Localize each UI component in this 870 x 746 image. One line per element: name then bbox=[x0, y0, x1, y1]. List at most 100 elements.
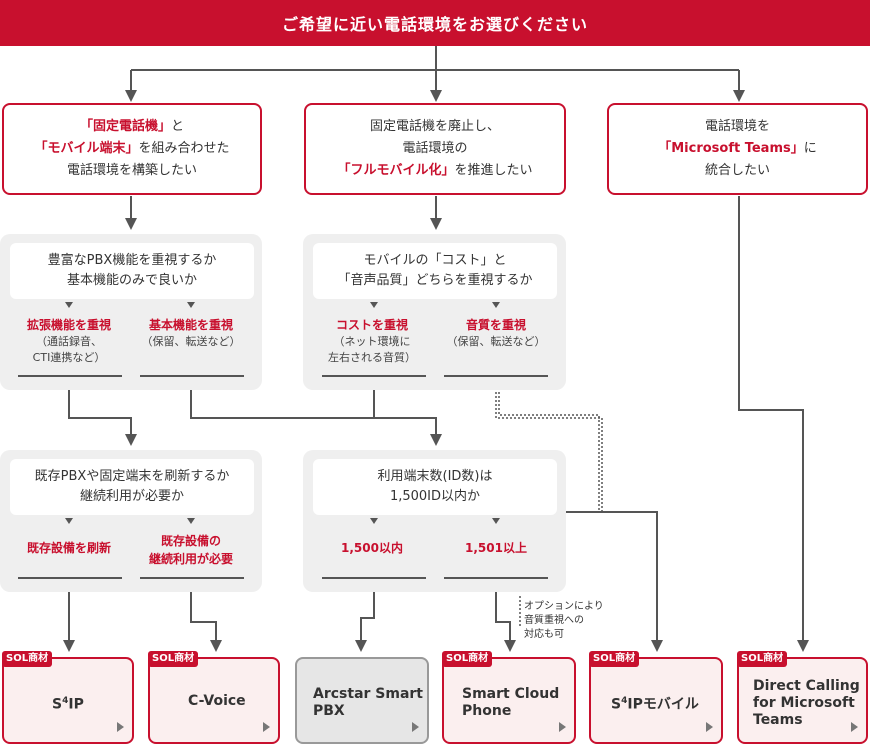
text: Phone bbox=[462, 703, 512, 719]
option-quality[interactable]: 音質を重視 （保留、転送など） bbox=[437, 316, 555, 350]
text: コストを重視 bbox=[335, 318, 408, 332]
product-name: Smart Cloud Phone bbox=[462, 686, 559, 720]
text: を推進したい bbox=[454, 163, 533, 178]
product-s4ip[interactable]: SOL商材 S4IP bbox=[2, 651, 134, 744]
divider bbox=[140, 375, 244, 377]
down-triangle-icon bbox=[492, 302, 500, 308]
text: 継続利用が必要 bbox=[148, 552, 233, 566]
sol-badge: SOL商材 bbox=[589, 651, 640, 667]
down-triangle-icon bbox=[65, 302, 73, 308]
text: 固定電話機を廃止し、 bbox=[369, 119, 500, 134]
text: （通話録音、 bbox=[36, 335, 102, 348]
text: 利用端末数(ID数)は bbox=[377, 469, 493, 484]
product-name: C-Voice bbox=[188, 693, 246, 709]
question-id-count: 利用端末数(ID数)は 1,500ID以内か bbox=[313, 459, 557, 515]
text: 1,501以上 bbox=[465, 541, 527, 555]
down-triangle-icon bbox=[370, 518, 378, 524]
text: Arcstar Smart bbox=[313, 686, 424, 702]
text: IP bbox=[68, 696, 84, 713]
product-c-voice[interactable]: SOL商材 C-Voice bbox=[148, 651, 280, 744]
option-extended-features[interactable]: 拡張機能を重視 （通話録音、 CTI連携など） bbox=[10, 316, 128, 366]
text: for Microsoft bbox=[753, 695, 855, 711]
text: 電話環境を構築したい bbox=[66, 163, 197, 178]
chevron-right-icon bbox=[706, 722, 713, 732]
product-smart-cloud-phone[interactable]: SOL商材 Smart Cloud Phone bbox=[442, 651, 576, 744]
text: モバイルの「コスト」と bbox=[363, 253, 507, 268]
question-existing-pbx: 既存PBXや固定端末を刷新するか 継続利用が必要か bbox=[10, 459, 254, 515]
question-pbx-features: 豊富なPBX機能を重視するか 基本機能のみで良いか bbox=[10, 243, 254, 299]
highlight-mobile-device: 「モバイル端末」 bbox=[34, 141, 139, 156]
sol-badge: SOL商材 bbox=[148, 651, 199, 667]
option-renew[interactable]: 既存設備を刷新 bbox=[10, 539, 128, 557]
product-direct-calling-teams[interactable]: SOL商材 Direct Calling for Microsoft Teams bbox=[737, 651, 868, 744]
chevron-right-icon bbox=[559, 722, 566, 732]
text: 既存設備の bbox=[160, 534, 221, 548]
text: に bbox=[803, 141, 817, 156]
goal-full-mobile[interactable]: 固定電話機を廃止し、 電話環境の 「フルモバイル化」を推進したい bbox=[304, 103, 566, 195]
divider bbox=[444, 577, 548, 579]
highlight-full-mobile: 「フルモバイル化」 bbox=[337, 163, 455, 178]
text: CTI連携など） bbox=[32, 351, 106, 364]
option-under-1500[interactable]: 1,500以内 bbox=[313, 539, 431, 557]
option-keep-existing[interactable]: 既存設備の 継続利用が必要 bbox=[132, 532, 250, 568]
option-basic-features[interactable]: 基本機能を重視 （保留、転送など） bbox=[132, 316, 250, 350]
text: 基本機能を重視 bbox=[148, 318, 233, 332]
down-triangle-icon bbox=[187, 302, 195, 308]
text: IPモバイル bbox=[627, 696, 699, 713]
goal-fixed-and-mobile[interactable]: 「固定電話機」と 「モバイル端末」を組み合わせた 電話環境を構築したい bbox=[2, 103, 262, 195]
text: S bbox=[52, 696, 63, 713]
text: 1,500ID以内か bbox=[389, 489, 481, 504]
text: 既存設備を刷新 bbox=[26, 541, 111, 555]
text: 統合したい bbox=[704, 163, 770, 178]
down-triangle-icon bbox=[187, 518, 195, 524]
product-arcstar-smart-pbx[interactable]: Arcstar Smart PBX bbox=[295, 657, 429, 744]
page-title: ご希望に近い電話環境をお選びください bbox=[0, 0, 870, 46]
text: S bbox=[611, 696, 622, 713]
text: 「音声品質」どちらを重視するか bbox=[337, 273, 533, 288]
product-name: S4IPモバイル bbox=[611, 693, 699, 714]
product-name: S4IP bbox=[52, 693, 84, 714]
product-name: Direct Calling for Microsoft Teams bbox=[753, 678, 860, 729]
text: 既存PBXや固定端末を刷新するか bbox=[34, 469, 230, 484]
product-name: Arcstar Smart PBX bbox=[313, 686, 423, 720]
down-triangle-icon bbox=[492, 518, 500, 524]
text: 電話環境の bbox=[402, 141, 468, 156]
goal-teams[interactable]: 電話環境を 「Microsoft Teams」に 統合したい bbox=[607, 103, 868, 195]
divider bbox=[140, 577, 244, 579]
down-triangle-icon bbox=[370, 302, 378, 308]
text: 音質重視への bbox=[524, 615, 584, 626]
chevron-right-icon bbox=[117, 722, 124, 732]
divider bbox=[18, 577, 122, 579]
product-s4ip-mobile[interactable]: SOL商材 S4IPモバイル bbox=[589, 651, 723, 744]
sol-badge: SOL商材 bbox=[442, 651, 493, 667]
sol-badge: SOL商材 bbox=[737, 651, 788, 667]
text: 4 bbox=[621, 696, 628, 706]
text: 豊富なPBX機能を重視するか bbox=[47, 253, 217, 268]
text: （保留、転送など） bbox=[141, 335, 241, 348]
text: Smart Cloud bbox=[462, 686, 560, 702]
option-over-1501[interactable]: 1,501以上 bbox=[437, 539, 555, 557]
text: 継続利用が必要か bbox=[79, 489, 184, 504]
text: を組み合わせた bbox=[138, 141, 230, 156]
text: オプションにより bbox=[524, 601, 604, 612]
text: 1,500以内 bbox=[341, 541, 403, 555]
chevron-right-icon bbox=[851, 722, 858, 732]
sol-badge: SOL商材 bbox=[2, 651, 53, 667]
chevron-right-icon bbox=[263, 722, 270, 732]
text: 基本機能のみで良いか bbox=[66, 273, 197, 288]
text: （ネット環境に bbox=[333, 335, 411, 348]
text: 4 bbox=[62, 696, 69, 706]
text: 電話環境を bbox=[704, 119, 770, 134]
text: PBX bbox=[313, 703, 345, 719]
text: 対応も可 bbox=[524, 629, 564, 640]
option-cost[interactable]: コストを重視 （ネット環境に 左右される音質） bbox=[313, 316, 431, 366]
highlight-fixed-phone: 「固定電話機」 bbox=[79, 119, 171, 134]
text: 音質を重視 bbox=[465, 318, 526, 332]
text: と bbox=[171, 119, 185, 134]
divider bbox=[444, 375, 548, 377]
divider bbox=[18, 375, 122, 377]
down-triangle-icon bbox=[65, 518, 73, 524]
option-note: オプションにより 音質重視への 対応も可 bbox=[524, 600, 604, 642]
divider bbox=[322, 577, 426, 579]
